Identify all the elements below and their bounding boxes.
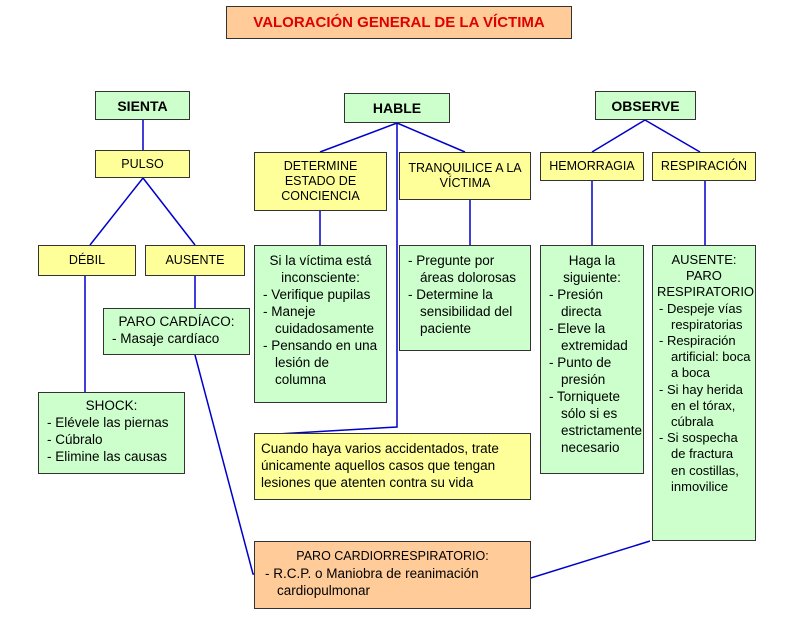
shock-item: - Elévele las piernas — [47, 415, 169, 430]
line-observe-hemorragia — [591, 119, 646, 153]
haga-item: - Eleve la extremidad — [549, 321, 628, 353]
node-ausente-label: AUSENTE — [165, 253, 225, 267]
node-sienta-label: SIENTA — [117, 97, 168, 114]
node-shock: SHOCK: - Elévele las piernas - Cúbralo -… — [38, 392, 185, 474]
diagram-title-text: VALORACIÓN GENERAL DE LA VÍCTIMA — [253, 14, 545, 31]
paro-resp-item: - Respiración artificial: boca a boca — [659, 333, 751, 381]
pregunte-item: - Pregunte por áreas dolorosas — [408, 253, 517, 285]
node-pulso-label: PULSO — [121, 156, 164, 171]
node-haga: Haga la siguiente: - Presión directa - E… — [540, 245, 644, 474]
node-paro-respiratorio: AUSENTE: PARO RESPIRATORIO - Despeje vía… — [652, 245, 756, 541]
node-ausente: AUSENTE — [145, 245, 245, 276]
node-debil-label: DÉBIL — [68, 253, 106, 267]
node-tranquilice-label: TRANQUILICE A LA VÍCTIMA — [408, 161, 522, 190]
inconsciente-heading: Si la víctima está inconsciente: — [269, 253, 372, 285]
shock-item: - Elimine las causas — [47, 449, 168, 464]
paro-cardiaco-heading: PARO CARDÍACO: — [118, 314, 235, 329]
node-determine: DETERMINE ESTADO DE CONCIENCIA — [254, 152, 387, 211]
varios-text: Cuando haya varios accidentados, trate ú… — [261, 441, 499, 490]
node-determine-label: DETERMINE ESTADO DE CONCIENCIA — [281, 159, 360, 203]
inconsciente-item: - Maneje cuidadosamente — [263, 304, 375, 336]
node-varios: Cuando haya varios accidentados, trate ú… — [254, 433, 531, 500]
paro-resp-item: - Si sospecha de fractura en costillas, … — [659, 430, 739, 494]
haga-item: - Torniquete sólo si es estrictamente ne… — [549, 389, 643, 455]
node-cardiorrespiratorio: PARO CARDIORRESPIRATORIO: - R.C.P. o Man… — [254, 541, 531, 609]
paro-resp-item: - Si hay herida en el tórax, cúbrala — [659, 381, 743, 430]
node-sienta: SIENTA — [95, 91, 190, 120]
haga-item: - Presión directa — [549, 287, 604, 319]
paro-cardiaco-item: - Masaje cardíaco — [112, 331, 220, 346]
haga-heading: Haga la siguiente: — [563, 253, 621, 285]
node-hemorragia-label: HEMORRAGIA — [549, 159, 635, 173]
pregunte-item: - Determine la sensibilidad del paciente — [408, 287, 513, 336]
node-hable: HABLE — [344, 93, 450, 123]
node-respiracion: RESPIRACIÓN — [652, 152, 756, 181]
shock-heading: SHOCK: — [85, 398, 138, 413]
node-debil: DÉBIL — [38, 245, 136, 276]
diagram-title: VALORACIÓN GENERAL DE LA VÍCTIMA — [226, 6, 572, 39]
node-hable-label: HABLE — [372, 100, 422, 116]
node-hemorragia: HEMORRAGIA — [540, 152, 644, 181]
line-paro-cardiaco-cardio — [194, 354, 258, 575]
inconsciente-item: - Verifique pupilas — [263, 287, 371, 302]
line-pulso-debil — [89, 177, 144, 246]
node-observe-label: OBSERVE — [611, 97, 680, 114]
shock-item: - Cúbralo — [47, 432, 103, 447]
node-respiracion-label: RESPIRACIÓN — [660, 159, 748, 173]
node-paro-cardiaco: PARO CARDÍACO: - Masaje cardíaco — [103, 308, 250, 355]
cardio-item: - R.C.P. o Maniobra de reanimación cardi… — [265, 566, 479, 598]
node-observe: OBSERVE — [595, 91, 696, 120]
paro-resp-item: - Despeje vías respiratorias — [659, 300, 743, 332]
node-inconsciente: Si la víctima está inconsciente: - Verif… — [254, 245, 387, 403]
line-paro-resp-cardio — [510, 540, 651, 583]
cardio-heading: PARO CARDIORRESPIRATORIO: — [296, 549, 489, 563]
paro-resp-heading: AUSENTE: PARO RESPIRATORIO — [657, 252, 755, 300]
line-hable-tranquilice — [396, 122, 466, 153]
line-observe-respiracion — [644, 119, 701, 153]
inconsciente-item: - Pensando en una lesión de columna — [263, 338, 378, 387]
node-pregunte: - Pregunte por áreas dolorosas - Determi… — [399, 245, 531, 351]
node-tranquilice: TRANQUILICE A LA VÍCTIMA — [399, 152, 531, 200]
line-pulso-ausente — [142, 177, 196, 246]
line-hable-determine — [319, 122, 398, 153]
node-pulso: PULSO — [95, 150, 190, 178]
haga-item: - Punto de presión — [549, 355, 612, 387]
line-hable-varios — [259, 123, 398, 436]
